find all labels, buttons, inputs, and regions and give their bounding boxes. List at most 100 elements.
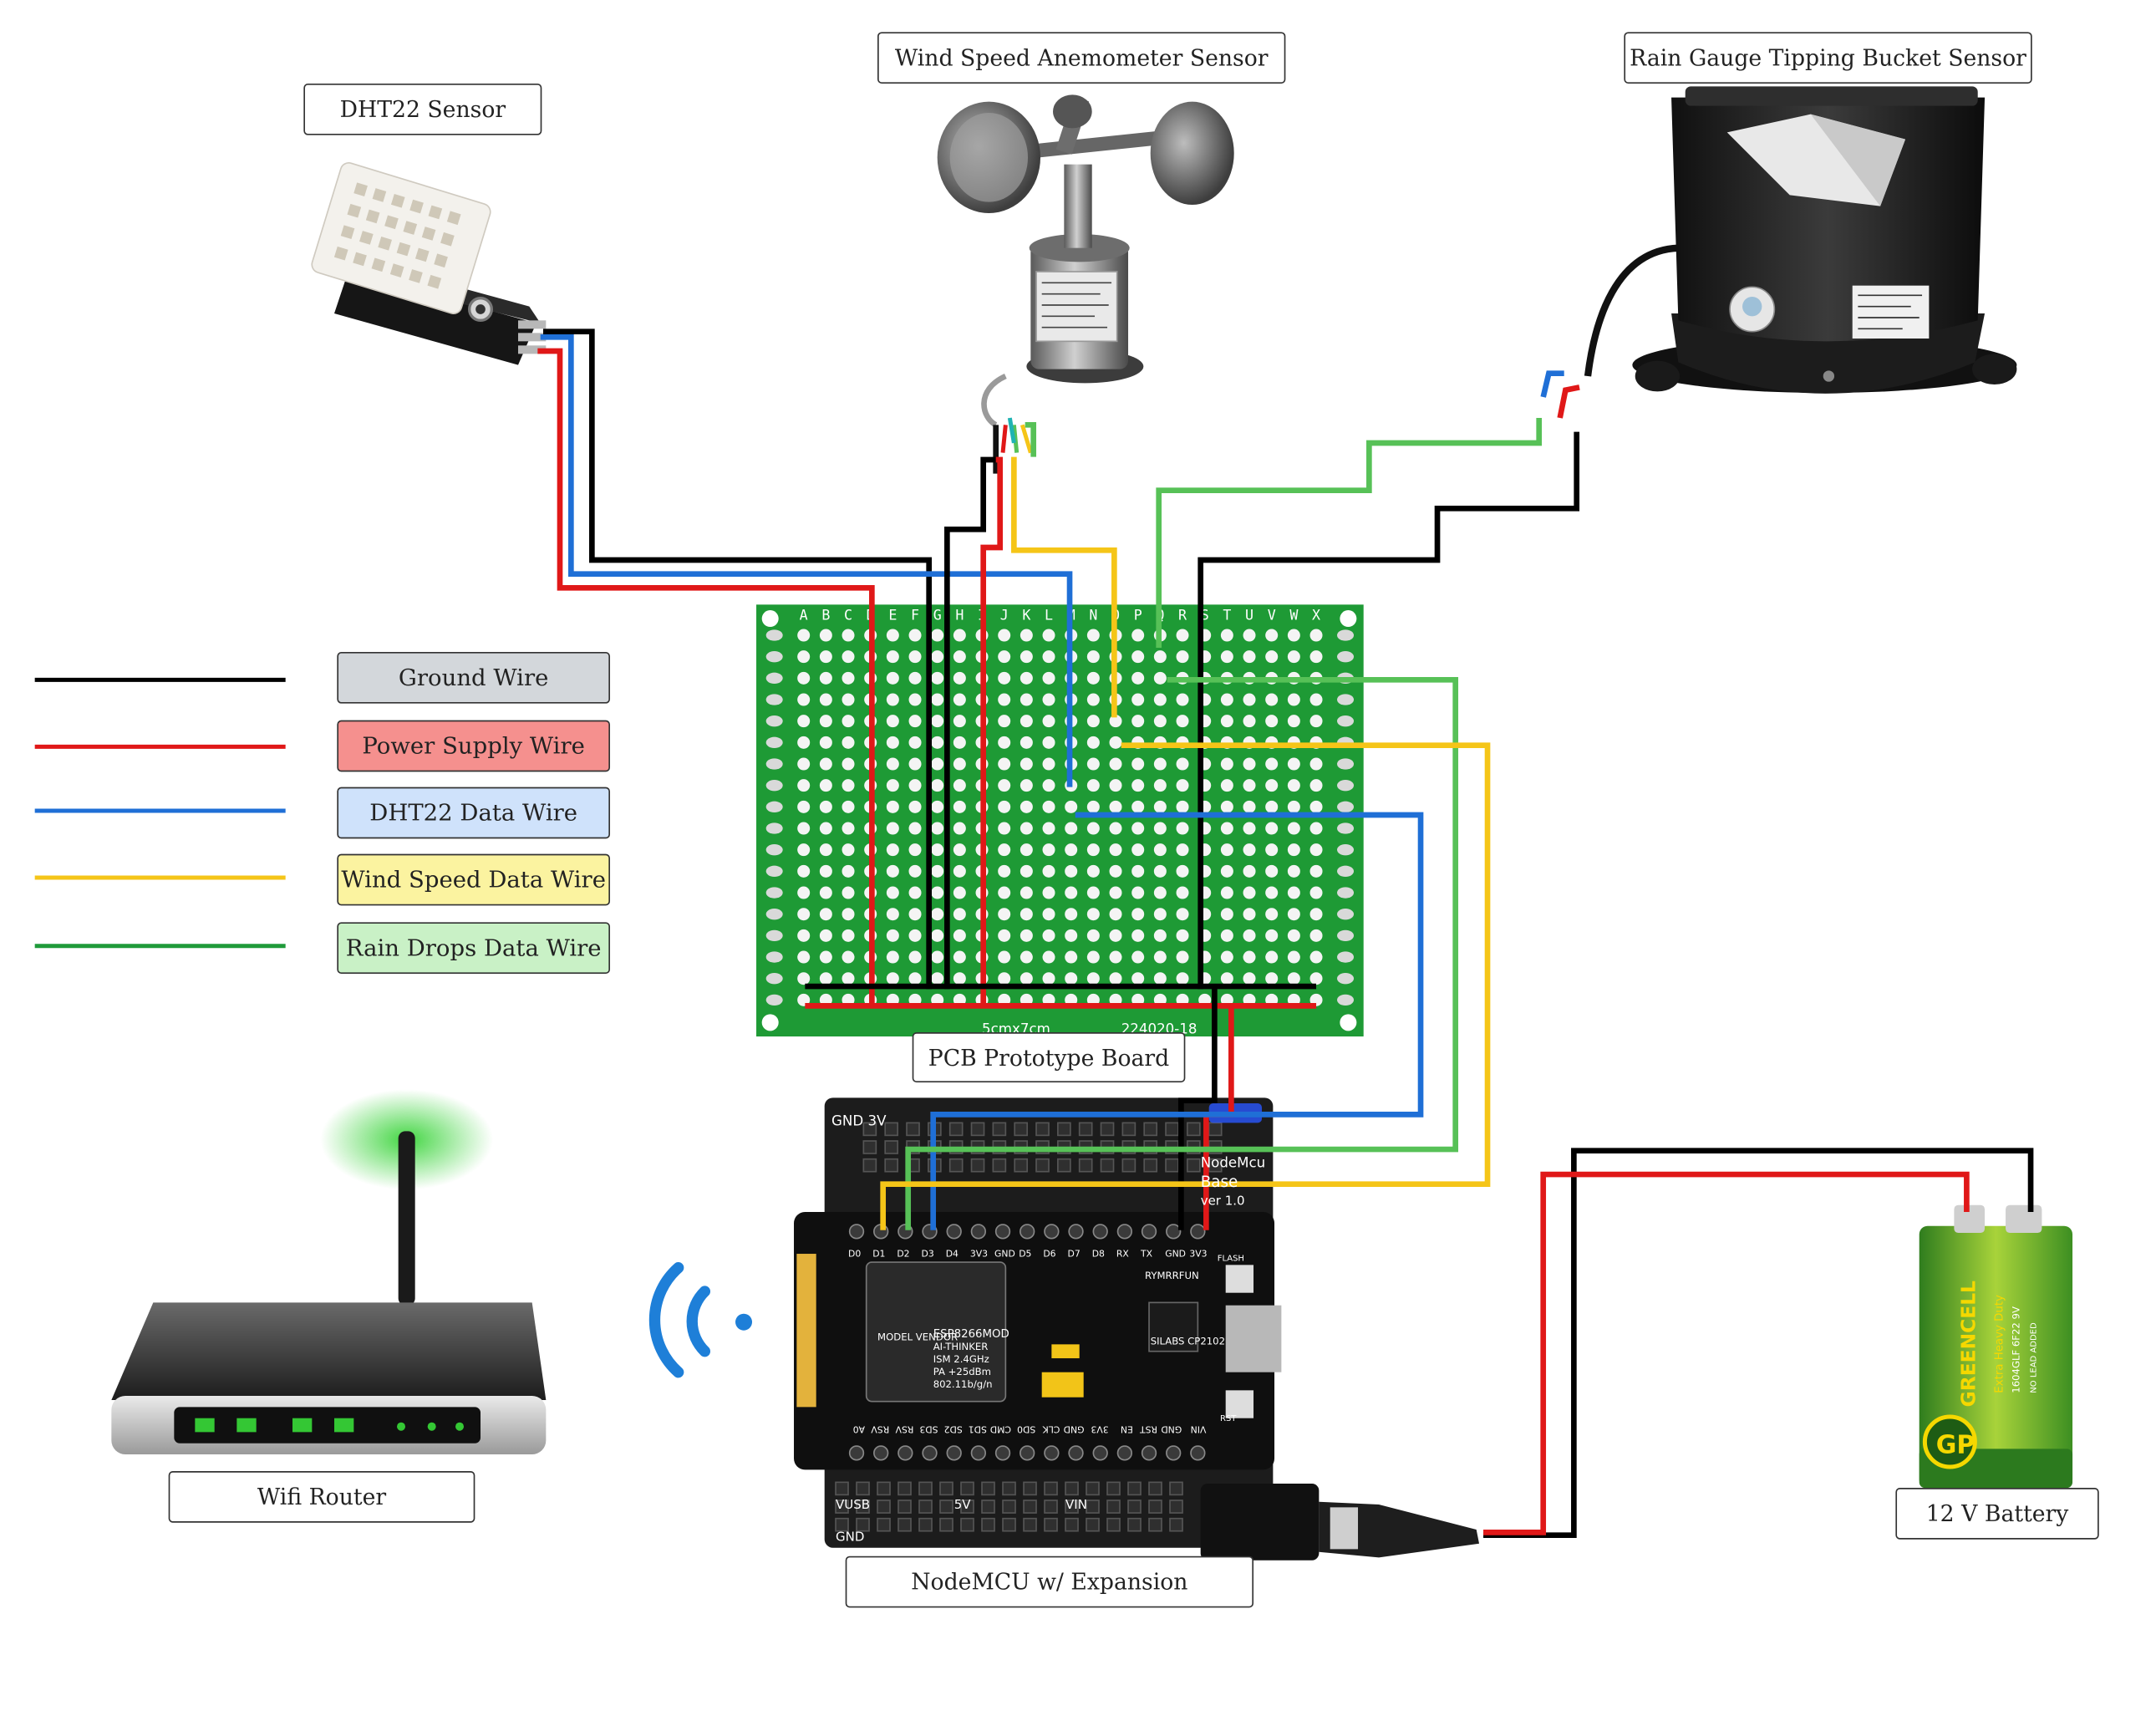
exp-vin-text: VIN [1065, 1497, 1087, 1512]
nodemcu-top-pin [1190, 1224, 1206, 1240]
expansion-header-pin [1121, 1158, 1136, 1173]
module-maker-text: AI-THINKER [933, 1341, 989, 1352]
expansion-header-pin [1187, 1158, 1201, 1173]
pcb-hole [797, 671, 811, 685]
nodemcu-bottom-pin-label: GND [1064, 1424, 1085, 1435]
pcb-hole [1220, 757, 1233, 771]
pcb-hole [931, 671, 944, 685]
wires [537, 328, 2034, 1539]
pcb-hole [842, 693, 855, 706]
pcb-hole [908, 843, 922, 857]
pcb-hole [1153, 929, 1167, 942]
dht-power-wire [537, 348, 875, 1006]
pcb-hole [842, 908, 855, 921]
expansion-header-pin [1065, 1517, 1079, 1532]
pcb-hole [931, 629, 944, 642]
pcb-hole [1243, 822, 1256, 835]
expansion-header-pin [1014, 1122, 1029, 1137]
pcb-hole [1243, 693, 1256, 706]
pcb-column-letter: B [821, 608, 830, 624]
pcb-hole [1265, 822, 1279, 835]
expansion-header-pin [1035, 1122, 1050, 1137]
pcb-hole [1131, 822, 1145, 835]
pcb-hole [1220, 929, 1233, 942]
nodemcu-top-pin [970, 1224, 987, 1240]
legend-dht-label: DHT22 Data Wire [337, 787, 611, 839]
pcb-hole [1243, 864, 1256, 878]
pcb-hole [1020, 929, 1033, 942]
expansion-header-pin [877, 1517, 891, 1532]
pcb-hole [819, 736, 832, 749]
pcb-hole [842, 864, 855, 878]
pcb-hole [1086, 715, 1100, 728]
pcb-hole [1176, 822, 1189, 835]
expansion-header-pin [862, 1158, 877, 1173]
pcb-hole [1042, 950, 1055, 964]
nodemcu-bottom-pin-label: 3V3 [1091, 1424, 1108, 1435]
pcb-edge-pad [1337, 651, 1355, 663]
expansion-header-pin [1208, 1122, 1223, 1137]
pcb-to-mcu-dht-data [930, 812, 1424, 1230]
pcb-column-letter: P [1134, 608, 1142, 624]
pcb-edge-pad [765, 909, 783, 920]
pcb-hole [1131, 929, 1145, 942]
nodemcu-bottom-pin [1166, 1445, 1182, 1461]
pcb-hole [1220, 908, 1233, 921]
pcb-hole [1109, 908, 1122, 921]
pcb-hole [931, 800, 944, 813]
nodemcu-top-pin-label: 3V3 [970, 1248, 988, 1259]
pcb-hole [1065, 800, 1078, 813]
pcb-hole [1086, 671, 1100, 685]
pcb-hole [1220, 843, 1233, 857]
expansion-header-pin [856, 1500, 870, 1514]
pcb-hole [797, 629, 811, 642]
nodemcu-bottom-pin-label: CLK [1042, 1424, 1060, 1435]
wind-ground-wire [944, 456, 998, 990]
pcb-hole [1265, 864, 1279, 878]
pcb-hole [1042, 864, 1055, 878]
pcb-hole [931, 972, 944, 985]
chip-label-text: SILABS CP2102 [1151, 1335, 1225, 1347]
expansion-header-pin [1106, 1500, 1121, 1514]
expansion-header-pin [960, 1517, 974, 1532]
nodemcu-bottom-pin [1020, 1445, 1035, 1461]
pcb-hole [1086, 693, 1100, 706]
pcb-hole [908, 950, 922, 964]
pcb-hole [1287, 929, 1300, 942]
module-name-text: ESP8266MOD [933, 1328, 1009, 1341]
pcb-edge-pad [1337, 758, 1355, 770]
expansion-header-pin [1127, 1481, 1142, 1496]
pcb-hole [1220, 864, 1233, 878]
expansion-header-pin [1165, 1158, 1179, 1173]
pcb-hole [998, 822, 1011, 835]
pcb-hole [797, 950, 811, 964]
pcb-hole [1287, 864, 1300, 878]
pcb-hole [998, 757, 1011, 771]
dht-ground-wire [543, 328, 933, 990]
expansion-header-pin [862, 1140, 877, 1154]
pcb-edge-pad [1337, 822, 1355, 834]
pcb-hole [1243, 757, 1256, 771]
pcb-column-letter: S [1201, 608, 1209, 624]
pcb-hole [908, 908, 922, 921]
pcb-hole [1309, 629, 1323, 642]
pcb-hole [1042, 822, 1055, 835]
pcb-hole [819, 693, 832, 706]
pcb-hole [1153, 886, 1167, 899]
pcb-hole [1243, 972, 1256, 985]
pcb-edge-pad [1337, 887, 1355, 899]
nodemcu-top-pin [1116, 1224, 1133, 1240]
rain-red-stub [1557, 384, 1580, 419]
pcb-hole [1176, 929, 1189, 942]
pcb-hole [1020, 843, 1033, 857]
pcb-hole [1042, 715, 1055, 728]
pcb-hole [842, 929, 855, 942]
pcb-hole [842, 779, 855, 792]
expansion-header-pin [960, 1500, 974, 1514]
pcb-hole [1220, 629, 1233, 642]
pcb-column-letter: G [933, 608, 942, 624]
pcb-hole [931, 864, 944, 878]
pcb-hole [1109, 929, 1122, 942]
pcb-hole [1086, 929, 1100, 942]
pcb-hole [819, 908, 832, 921]
